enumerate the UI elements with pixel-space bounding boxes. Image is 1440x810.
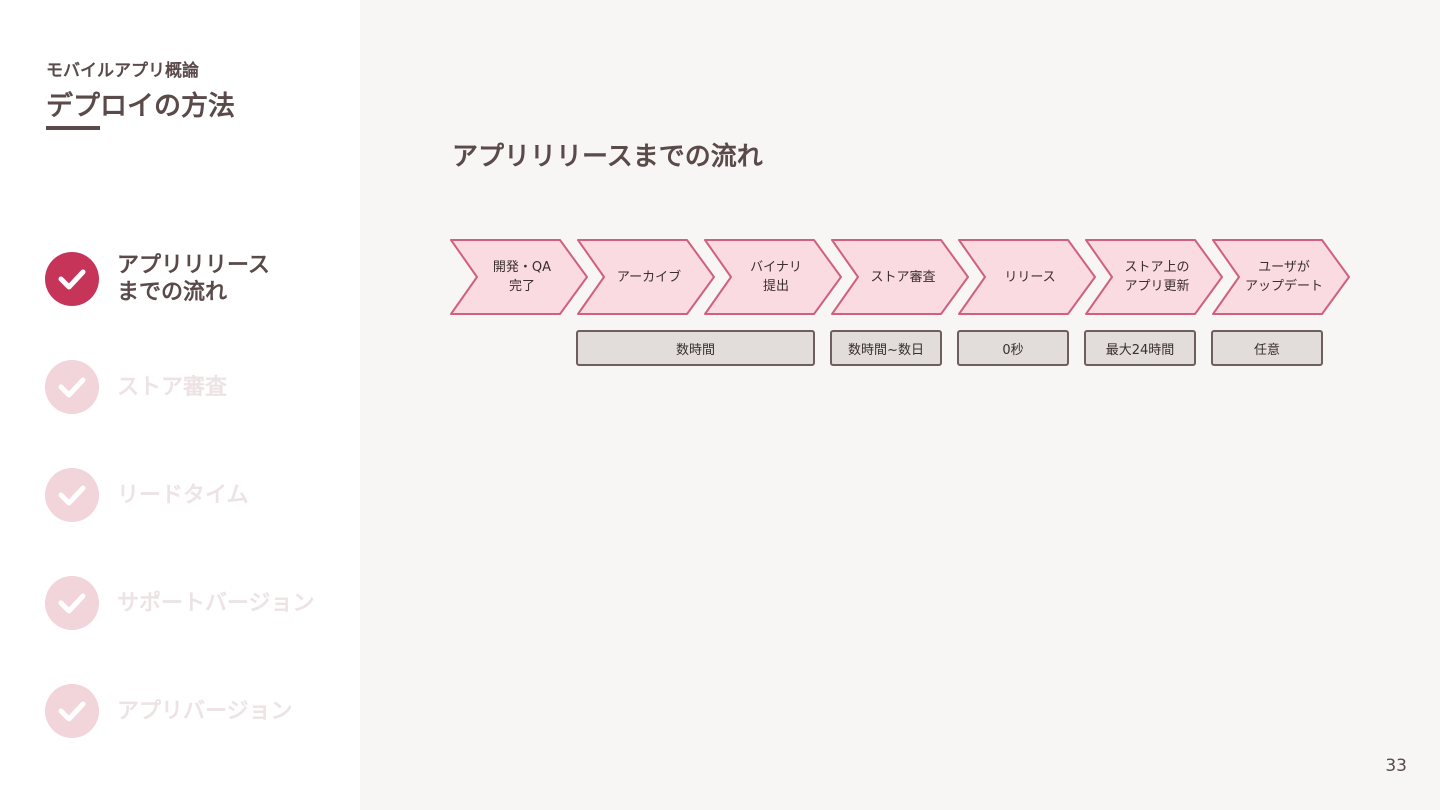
duration-hours-to-days: 数時間~数日 [830, 330, 942, 366]
flow-step-binary-submit: バイナリ提出 [704, 239, 842, 315]
sidebar-item-app-version[interactable]: アプリバージョン [45, 683, 345, 739]
title-underline [46, 126, 100, 130]
check-icon [45, 468, 99, 522]
duration-hours: 数時間 [576, 330, 815, 366]
course-title: モバイルアプリ概論 [46, 61, 199, 81]
sidebar-item-lead-time[interactable]: リードタイム [45, 467, 345, 523]
sidebar-item-label: ストア審査 [117, 374, 228, 400]
check-icon [45, 360, 99, 414]
sidebar: モバイルアプリ概論 デプロイの方法 アプリリリース までの流れ ストア審査 リー… [0, 0, 360, 810]
flow-step-release: リリース [958, 239, 1096, 315]
flow-step-user-update: ユーザがアップデート [1212, 239, 1350, 315]
sidebar-item-label: アプリリリース までの流れ [117, 253, 270, 305]
flow-step-archive: アーカイブ [577, 239, 715, 315]
sidebar-item-label: サポートバージョン [117, 590, 315, 616]
sidebar-item-release-flow[interactable]: アプリリリース までの流れ [45, 251, 345, 307]
sidebar-item-label: アプリバージョン [117, 698, 293, 724]
flow-step-store-review: ストア審査 [831, 239, 969, 315]
page-number: 33 [1385, 756, 1407, 776]
check-icon [45, 684, 99, 738]
flow-step-store-update: ストア上のアプリ更新 [1085, 239, 1223, 315]
main-title: アプリリリースまでの流れ [452, 142, 763, 172]
check-icon [45, 576, 99, 630]
sidebar-item-support-version[interactable]: サポートバージョン [45, 575, 345, 631]
duration-max-24-hours: 最大24時間 [1084, 330, 1196, 366]
check-icon [45, 252, 99, 306]
sidebar-item-store-review[interactable]: ストア審査 [45, 359, 345, 415]
section-title: デプロイの方法 [46, 91, 235, 122]
duration-zero-seconds: 0秒 [957, 330, 1069, 366]
duration-optional: 任意 [1211, 330, 1323, 366]
sidebar-item-label: リードタイム [117, 482, 249, 508]
